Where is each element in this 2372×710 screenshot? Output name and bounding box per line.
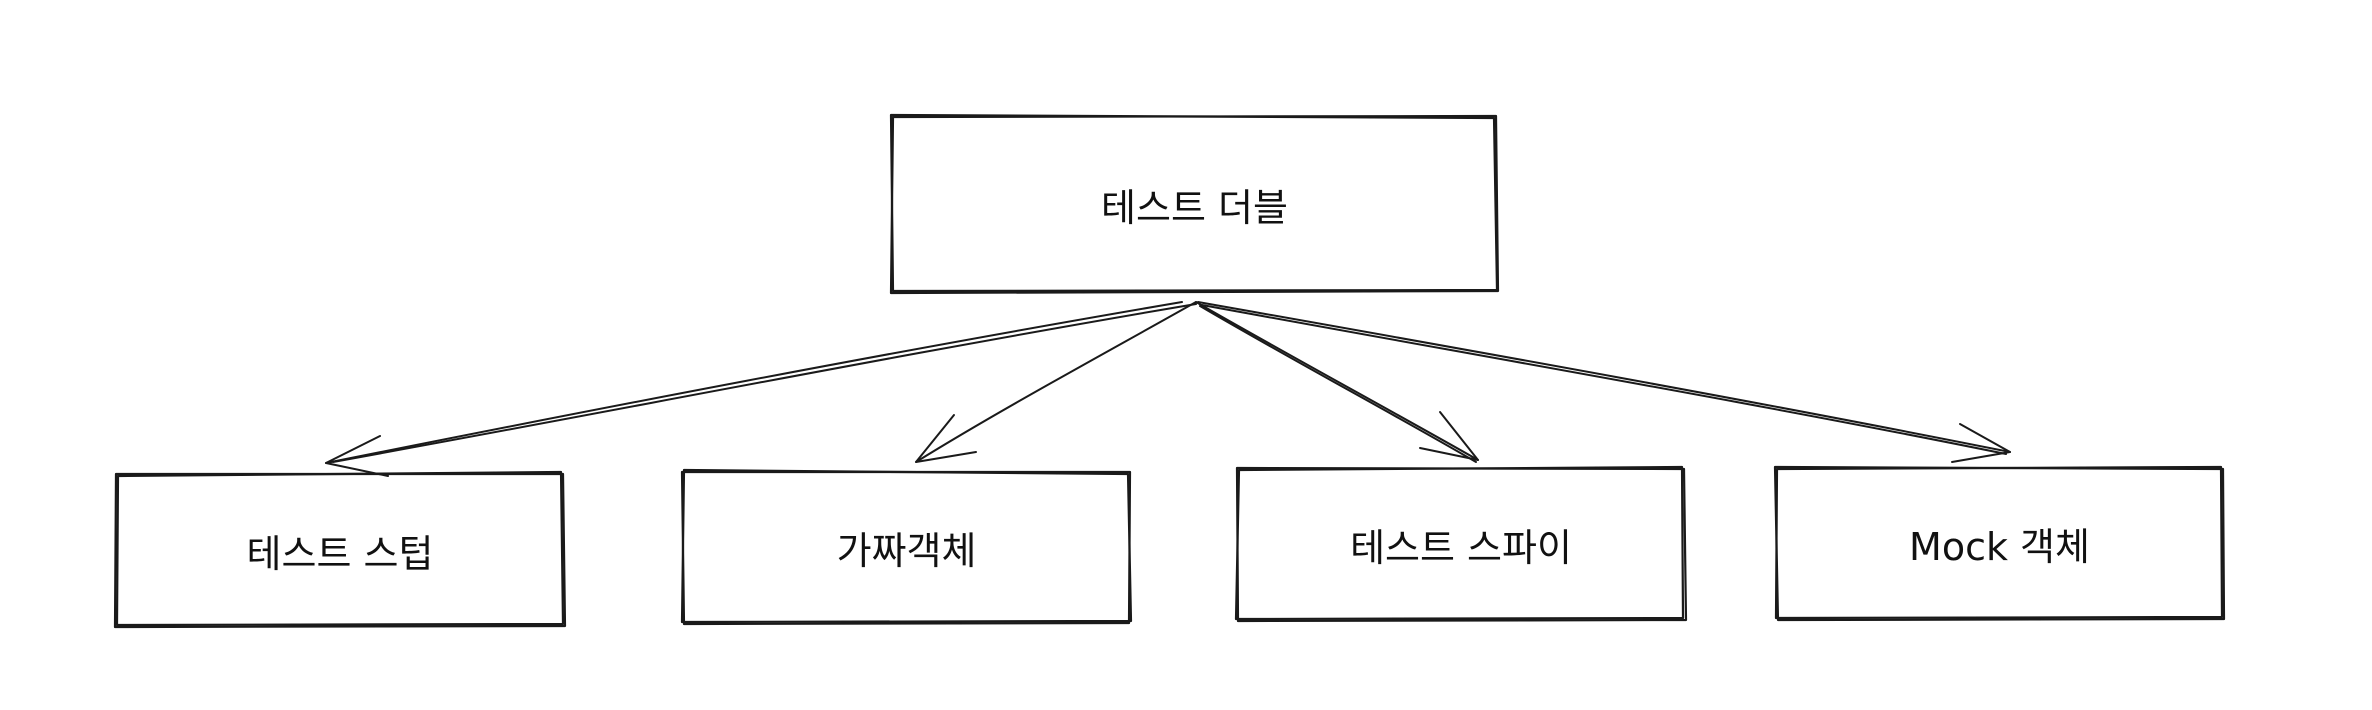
root-node-box xyxy=(889,113,1500,295)
root-node-label: 테스트 더블 xyxy=(1101,186,1288,230)
arrow-to-stub xyxy=(325,301,1197,477)
child-node-label-mock: Mock 객체 xyxy=(1909,524,2090,569)
child-node-box-stub xyxy=(113,470,567,629)
arrow-to-fake xyxy=(915,301,1197,463)
child-node-label-spy: 테스트 스파이 xyxy=(1350,525,1572,570)
child-node-box-fake xyxy=(680,468,1133,626)
arrow-to-spy xyxy=(1195,301,1479,463)
child-node-label-fake: 가짜객체 xyxy=(836,529,977,573)
child-node-box-spy xyxy=(1234,465,1688,623)
child-node-label-stub: 테스트 스텁 xyxy=(246,531,434,576)
arrow-to-mock xyxy=(1197,301,2011,463)
child-node-box-mock xyxy=(1773,465,2226,622)
